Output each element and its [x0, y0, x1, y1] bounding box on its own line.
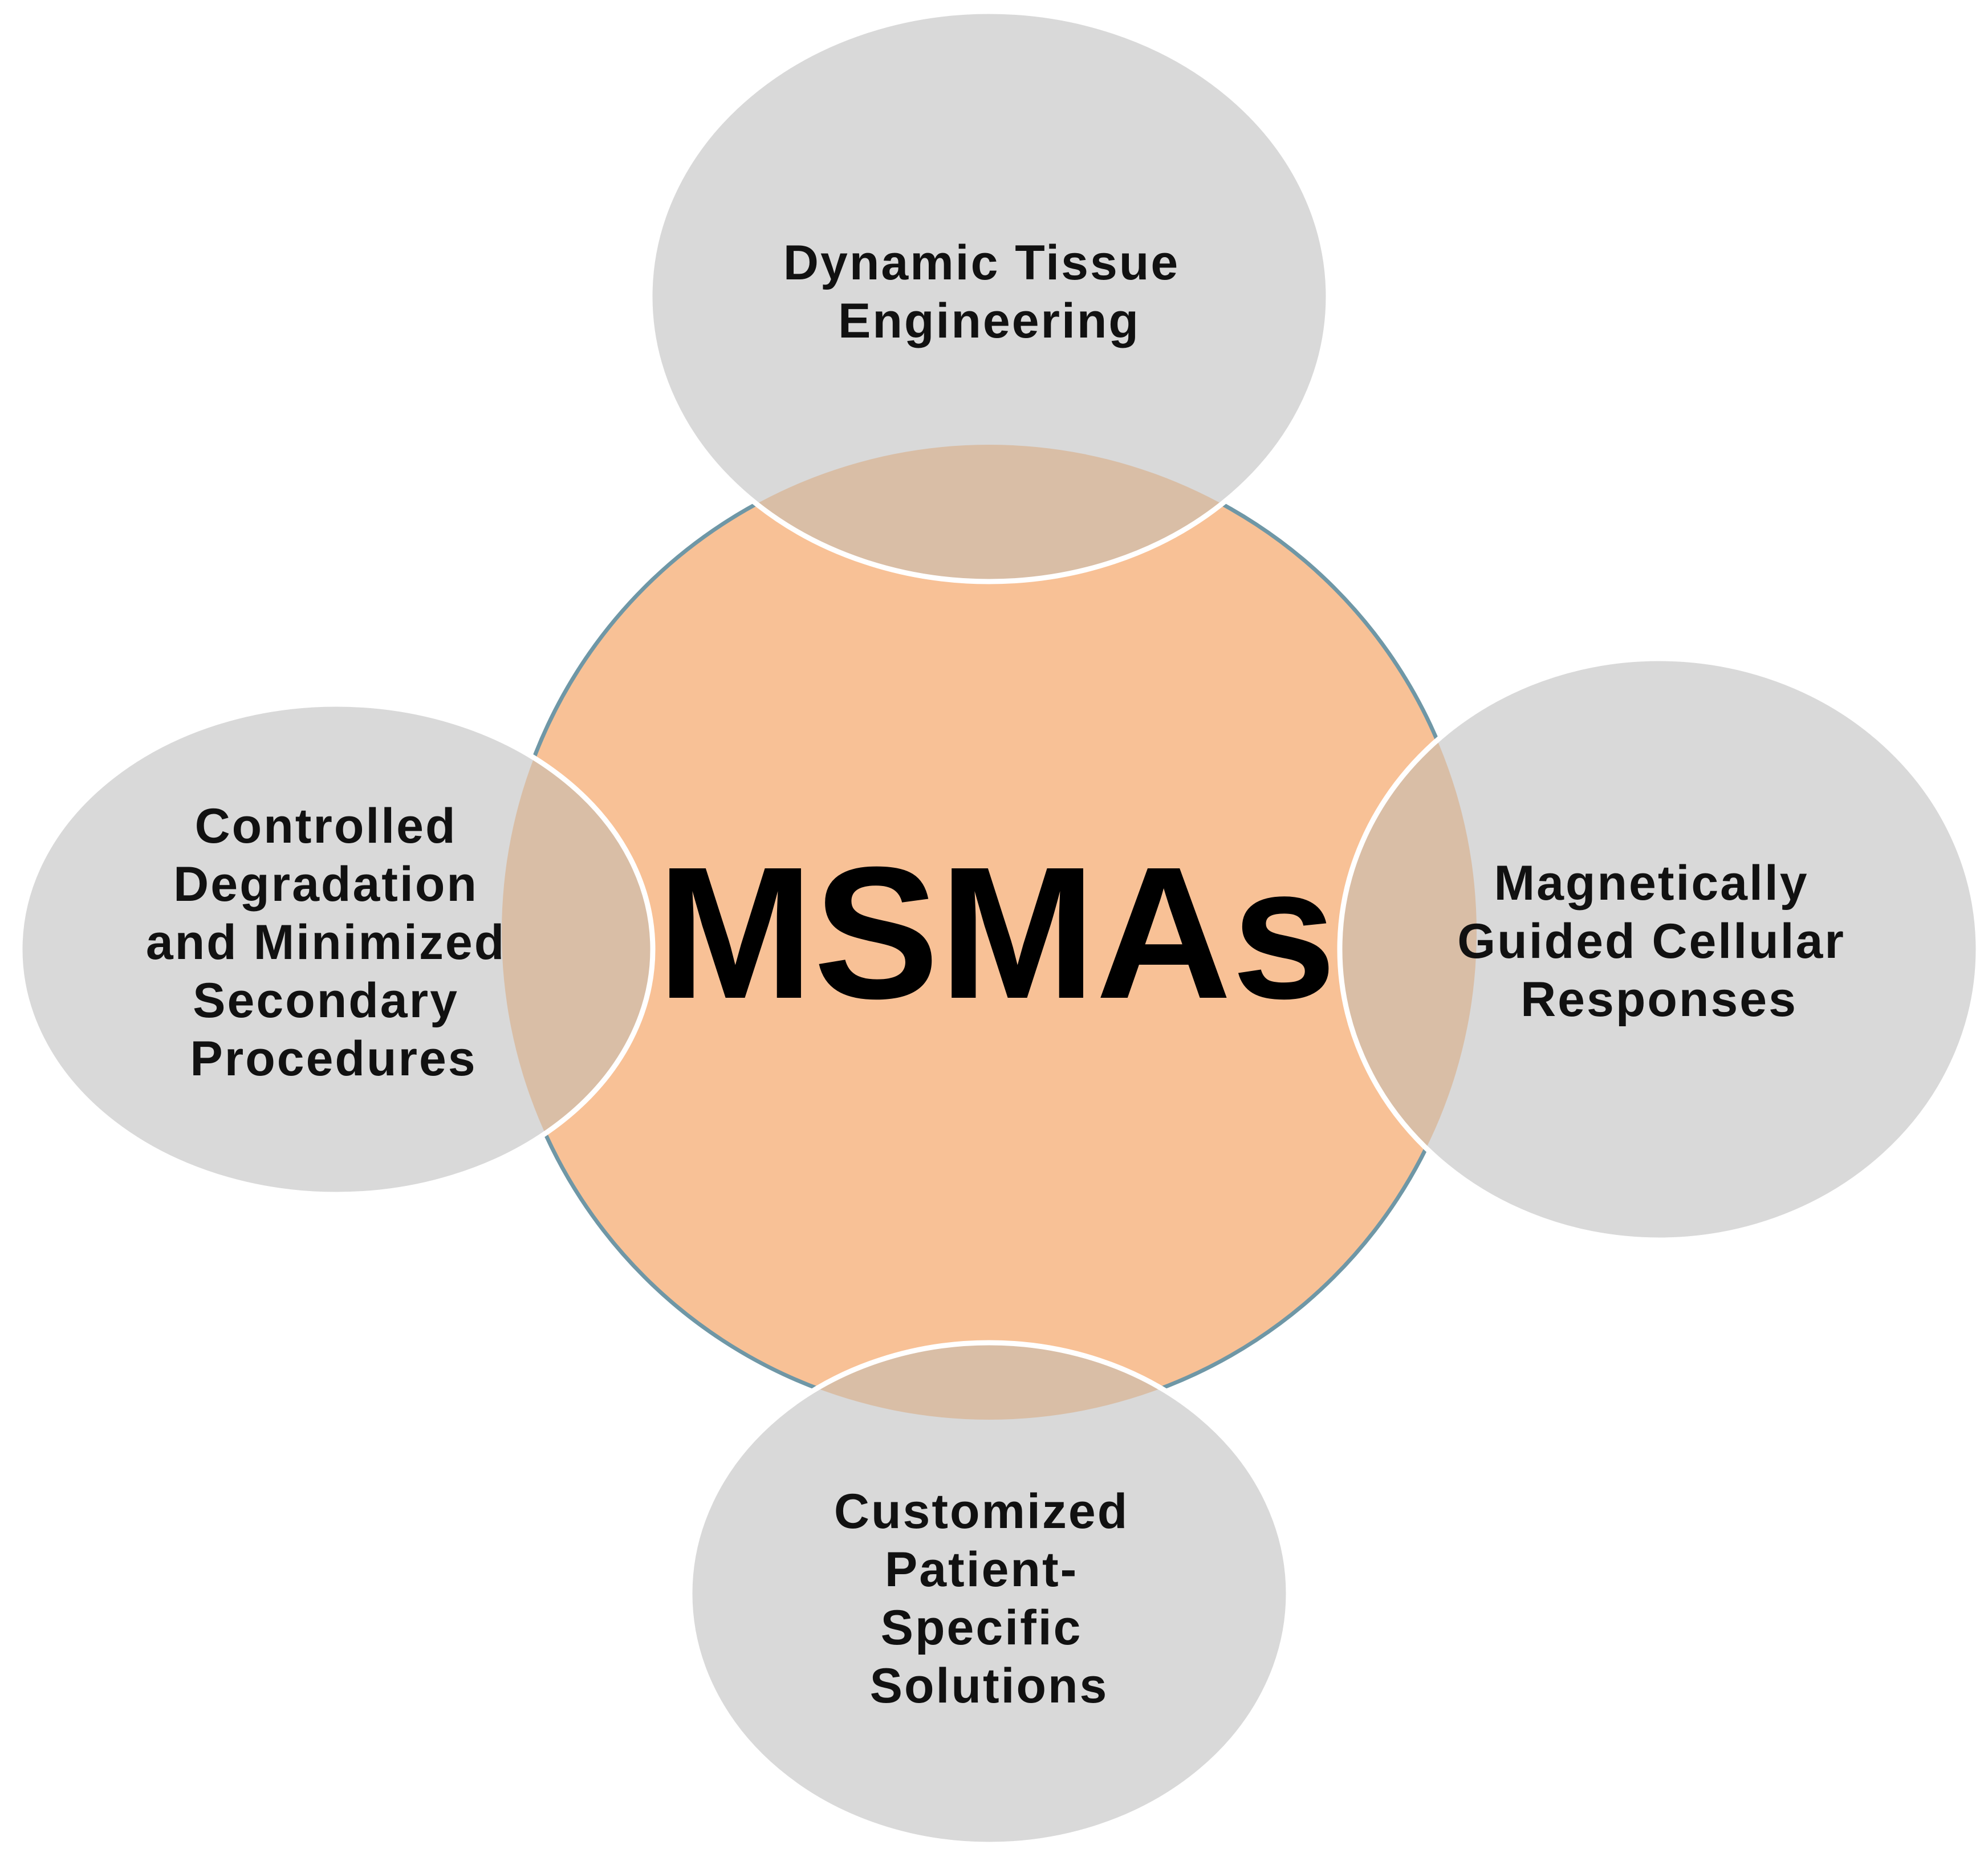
outline-top: [647, 9, 1331, 584]
node-circle-left: [20, 704, 653, 1194]
node-circle-right: [1340, 659, 1978, 1240]
node-label-line: Guided Cellular: [1457, 914, 1845, 969]
outline-right: [1337, 656, 1981, 1243]
node-label-line: Patient-: [885, 1542, 1078, 1597]
node-label-line: Specific: [881, 1600, 1083, 1655]
node-label-line: Procedures: [190, 1031, 477, 1086]
node-circle-top: [650, 11, 1328, 582]
node-label-line: Controlled: [195, 799, 457, 854]
outline-left: [17, 701, 656, 1197]
node-label-line: Magnetically: [1494, 856, 1808, 911]
outline-bottom: [687, 1340, 1291, 1847]
node-label-line: Dynamic Tissue: [783, 235, 1180, 290]
node-label-line: Solutions: [870, 1659, 1109, 1713]
satellite-circles: [20, 11, 1978, 1844]
node-label-left: Controlled Degradation and Minimized Sec…: [146, 799, 521, 1086]
node-label-top: Dynamic Tissue Engineering: [783, 235, 1195, 348]
node-label-line: and Minimized: [146, 915, 506, 970]
node-label-line: Customized: [834, 1484, 1129, 1539]
node-circle-bottom: [690, 1343, 1288, 1844]
center-label: MSMAs: [657, 827, 1336, 1038]
node-label-line: Responses: [1521, 972, 1798, 1027]
node-label-bottom: Customized Patient- Specific Solutions: [834, 1484, 1144, 1713]
node-label-line: Secondary: [193, 973, 459, 1028]
node-label-line: Degradation: [173, 857, 478, 912]
satellite-outlines: [17, 9, 1981, 1847]
node-label-right: Magnetically Guided Cellular Responses: [1457, 856, 1860, 1027]
node-label-line: Engineering: [838, 294, 1140, 348]
